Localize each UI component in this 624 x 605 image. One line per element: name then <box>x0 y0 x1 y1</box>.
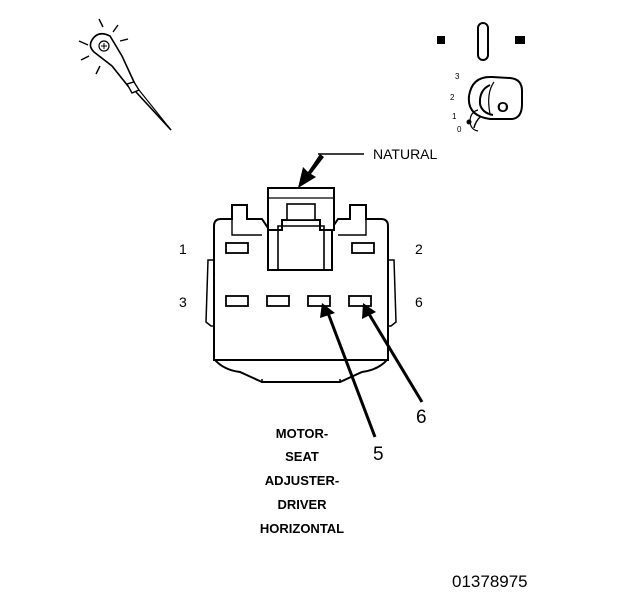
ignition-indicator-left <box>437 36 445 44</box>
cavity-5 <box>307 295 331 307</box>
terminal-cavities <box>225 242 375 307</box>
callout-label-5: 5 <box>373 444 384 465</box>
key-letter: O <box>497 99 509 116</box>
cavity-6 <box>348 295 372 307</box>
connector-body <box>205 187 397 383</box>
connector-skirt <box>214 359 388 383</box>
right-ear <box>389 259 397 327</box>
cavity-2 <box>351 242 375 254</box>
caption-line-3: ADJUSTER- <box>265 473 339 488</box>
caption-line-5: HORIZONTAL <box>260 521 344 536</box>
left-ear <box>205 259 213 327</box>
connector-outline <box>213 204 389 361</box>
callout-arrow-6 <box>362 303 424 403</box>
ignition-switch-icon: O 3 2 1 0 <box>437 22 525 134</box>
test-light-probe-icon <box>78 18 172 131</box>
key-barrel <box>467 75 523 120</box>
key-position-3: 3 <box>455 72 460 81</box>
caption-line-1: MOTOR- <box>276 426 328 441</box>
pin-label-1: 1 <box>179 241 187 257</box>
key-position-2: 2 <box>450 93 455 102</box>
caption-line-4: DRIVER <box>277 497 327 512</box>
latch-window <box>286 203 316 221</box>
pin-label-2: 2 <box>415 241 423 257</box>
pin-label-6: 6 <box>415 294 423 310</box>
natural-arrow <box>298 154 324 188</box>
cavity-4 <box>266 295 290 307</box>
key-position-1: 1 <box>452 112 457 121</box>
natural-color-callout: NATURAL <box>298 146 438 188</box>
ignition-slot <box>477 22 489 61</box>
caption-line-2: SEAT <box>285 449 319 464</box>
pin-label-3: 3 <box>179 294 187 310</box>
callout-arrow-5 <box>320 303 377 438</box>
cavity-3 <box>225 295 249 307</box>
callout-label-6: 6 <box>416 407 427 428</box>
cavity-1 <box>225 242 249 254</box>
document-number: 01378975 <box>452 572 528 591</box>
key-position-0: 0 <box>457 125 462 134</box>
component-caption: MOTOR- SEAT ADJUSTER- DRIVER HORIZONTAL <box>260 426 344 536</box>
natural-label: NATURAL <box>373 146 438 162</box>
key-position-marker <box>466 119 472 125</box>
ignition-indicator-right <box>515 36 525 44</box>
